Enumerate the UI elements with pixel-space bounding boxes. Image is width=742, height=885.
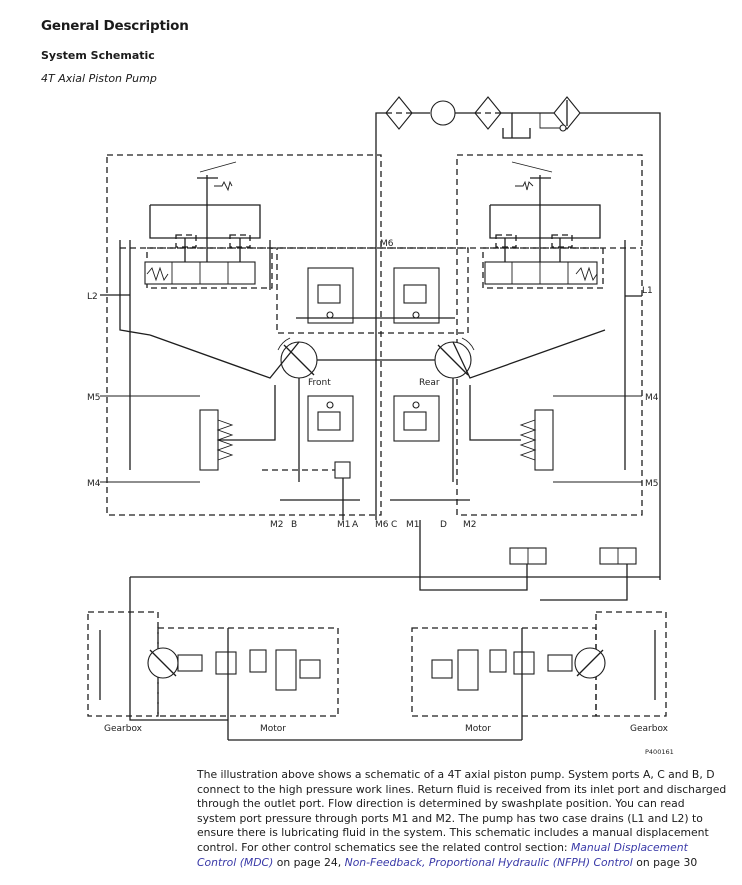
rear-pump [317,329,606,482]
left-pump-envelope [106,154,469,516]
subsection-title: System Schematic [41,49,155,62]
filter-cooler-circuit [375,96,661,580]
m2-left-label: M2 [270,520,284,530]
section-title: General Description [41,18,189,34]
gearbox-right-label: Gearbox [630,724,669,734]
right-control-valve [484,161,626,470]
motor-right-label: Motor [465,724,491,734]
port-d-label: D [440,520,447,530]
rear-label: Rear [419,378,440,388]
port-b-label: B [291,520,297,530]
left-servo-cylinder [199,385,276,471]
left-motor-assembly [87,611,339,740]
port-a-label: A [352,520,359,530]
front-pump [119,240,318,482]
nfph-link[interactable]: Non-Feedback, Proportional Hydraulic (NF… [344,855,633,869]
description-paragraph: The illustration above shows a schematic… [197,768,727,870]
gearbox-left-label: Gearbox [104,724,143,734]
m5-right-label: M5 [645,479,659,489]
m5-left-label: M5 [87,393,101,403]
description-text: The illustration above shows a schematic… [197,768,727,854]
figure-id: P400161 [645,748,674,756]
mdc-link[interactable]: Manual Displacement Control (MDC) [197,840,688,869]
figure-caption: 4T Axial Piston Pump [41,72,157,85]
charge-relief [262,461,470,520]
l1-label: L1 [642,286,653,296]
m2-right-label: M2 [463,520,477,530]
m4-right-label: M4 [645,393,659,403]
left-control-valve [129,161,271,470]
upper-relief-valves [296,267,455,324]
right-motor-assembly [228,611,667,741]
m1-right-label: M1 [406,520,420,530]
m6-bottom-label: M6 [375,520,389,530]
m1-left-label: M1 [337,520,351,530]
description-text-end: on page 30 [632,855,698,869]
m4-left-label: M4 [87,479,101,489]
right-servo-cylinder [469,385,554,471]
l2-label: L2 [87,292,98,302]
motor-left-label: Motor [260,724,286,734]
m6-top-label: M6 [380,239,394,249]
port-c-label: C [391,520,397,530]
lower-relief-valves [307,395,440,442]
pilot-valves [129,520,660,721]
description-text-mid: on page 24, [273,855,345,869]
front-label: Front [308,378,331,388]
